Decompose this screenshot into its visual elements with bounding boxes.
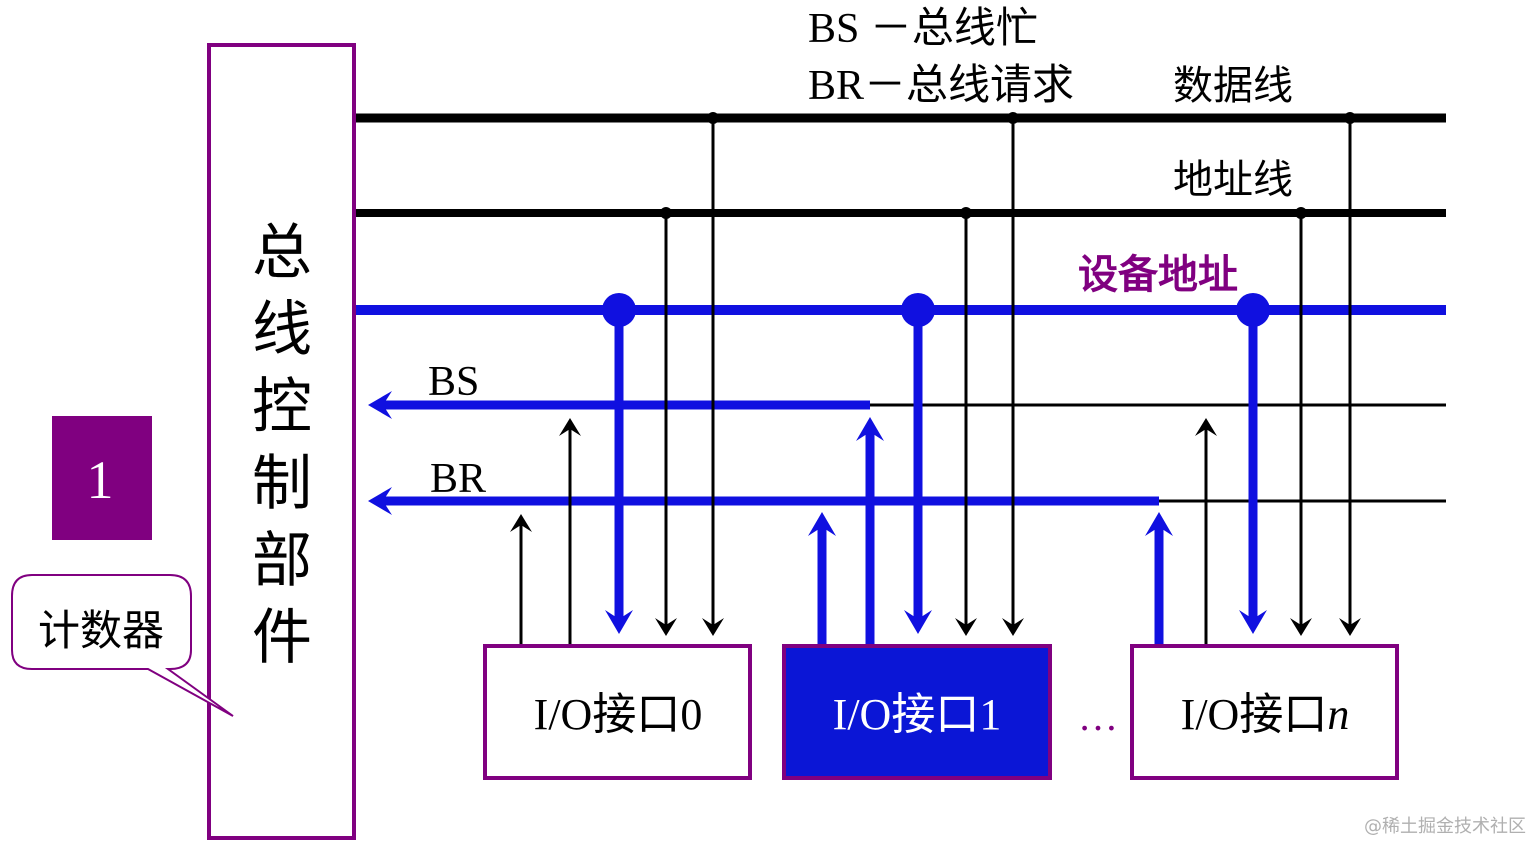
ifn-data-junction — [1344, 112, 1356, 124]
bus-controller-label: 总线控制部件 — [252, 218, 312, 673]
if1-address-junction — [960, 207, 972, 219]
io-interface-n-label: I/O接口n — [1181, 690, 1350, 739]
data-line-label: 数据线 — [1173, 63, 1293, 109]
if1-device-address-junction — [901, 293, 935, 327]
counter-value-box — [52, 416, 152, 540]
bs-line-label: BS — [428, 359, 479, 405]
io-interface-1-box — [782, 644, 1052, 780]
interface-ellipsis: … — [1078, 694, 1118, 739]
bs-legend: BS －总线忙 — [808, 6, 1038, 52]
if1-data-junction — [1007, 112, 1019, 124]
io-interface-0-box — [483, 644, 752, 780]
io-interface-0-label: I/O接口0 — [534, 690, 703, 739]
if0-device-address-junction — [602, 293, 636, 327]
if0-data-junction — [707, 112, 719, 124]
watermark: @稀土掘金技术社区 — [1364, 816, 1526, 837]
bus-controller-box — [207, 43, 356, 840]
counter-callout — [11, 574, 234, 717]
ifn-device-address-junction — [1236, 293, 1270, 327]
counter-callout-text: 计数器 — [38, 606, 164, 655]
device-address-label: 设备地址 — [1078, 252, 1238, 298]
ifn-address-junction — [1295, 207, 1307, 219]
if0-address-junction — [660, 207, 672, 219]
br-line-label: BR — [430, 456, 486, 502]
io-interface-n-box — [1130, 644, 1399, 780]
counter-value: 1 — [87, 450, 114, 510]
br-legend: BR－总线请求 — [808, 63, 1074, 109]
io-interface-1-label: I/O接口1 — [833, 690, 1002, 739]
address-line-label: 地址线 — [1173, 157, 1293, 203]
